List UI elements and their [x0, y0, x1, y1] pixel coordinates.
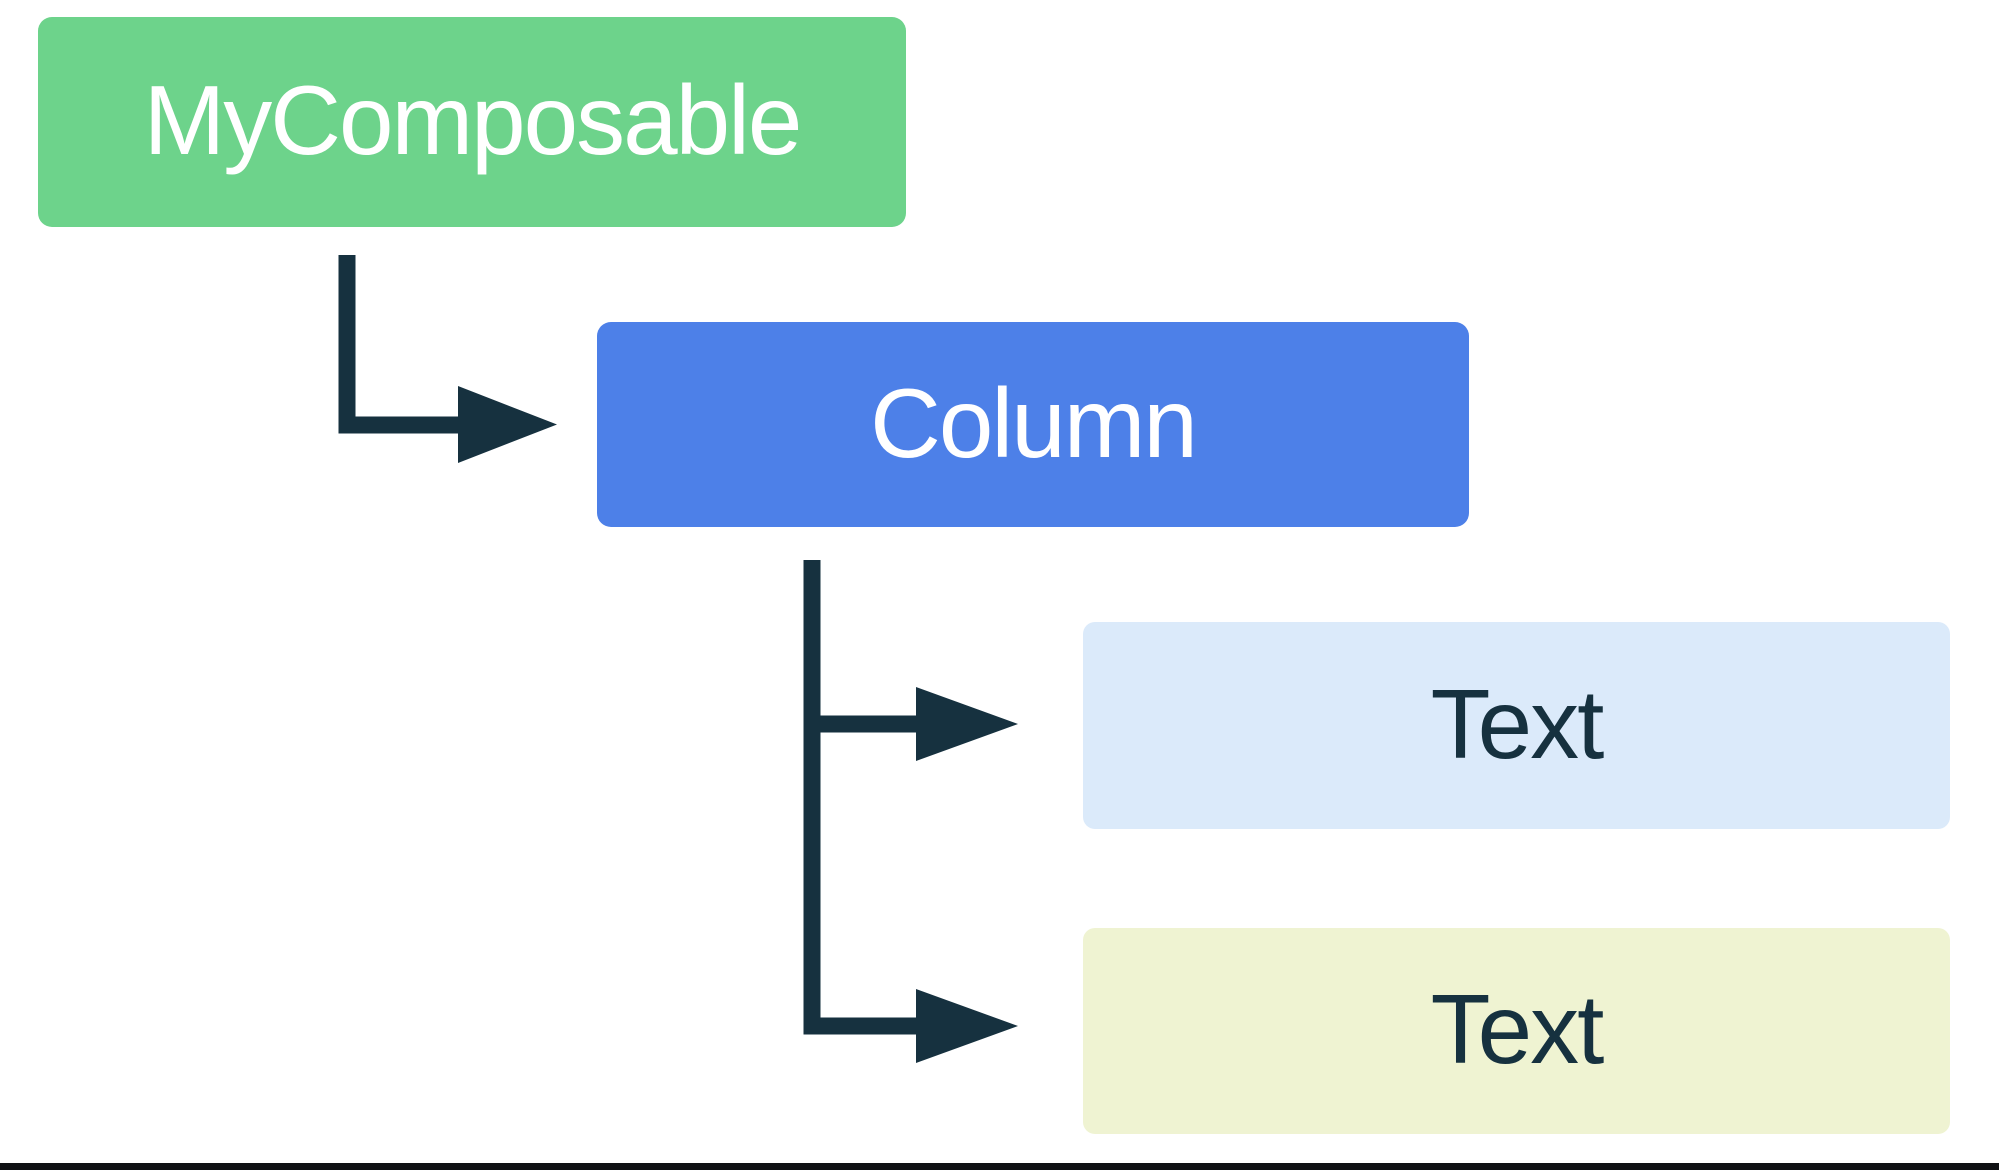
- arrowhead-to-text-2-icon: [916, 989, 1018, 1063]
- node-text-1: Text: [1083, 622, 1950, 829]
- connector-column-trunk: [803, 560, 924, 1035]
- arrowhead-to-text-1-icon: [916, 687, 1018, 761]
- arrowhead-to-column-icon: [458, 386, 557, 463]
- bottom-border-rule: [0, 1163, 1999, 1170]
- node-mycomposable-label: MyComposable: [143, 65, 803, 175]
- connector-mycomposable-to-column: [338, 255, 464, 434]
- node-column: Column: [597, 322, 1469, 527]
- node-mycomposable: MyComposable: [38, 17, 906, 227]
- node-text-2-label: Text: [1430, 974, 1605, 1084]
- node-column-label: Column: [870, 367, 1198, 478]
- node-text-2: Text: [1083, 928, 1950, 1134]
- node-text-1-label: Text: [1430, 668, 1605, 779]
